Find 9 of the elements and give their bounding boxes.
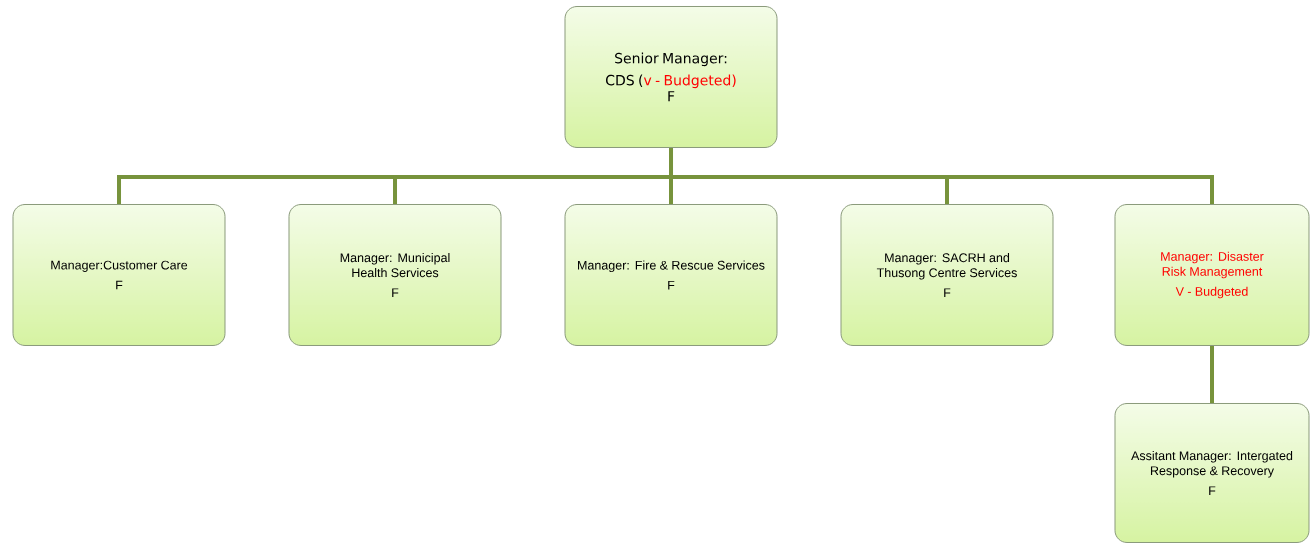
org-box: Manager: Disaster Risk Management V - Budgeted [1114,204,1310,346]
org-box: Manager: Fire & Rescue Services F [564,204,778,346]
connector-line [669,148,1214,204]
org-box: Manager: Municipal Health Services F [288,204,502,346]
org-box: Senior Manager: CDS (v - Budgeted) F [564,6,778,148]
org-box: Manager:Customer Care F [12,204,226,346]
org-box: Assitant Manager: Intergated Response & Recovery F [1114,403,1310,543]
org-box: Manager: SACRH and Thusong Centre Services F [840,204,1054,346]
connector-line [1210,346,1214,403]
